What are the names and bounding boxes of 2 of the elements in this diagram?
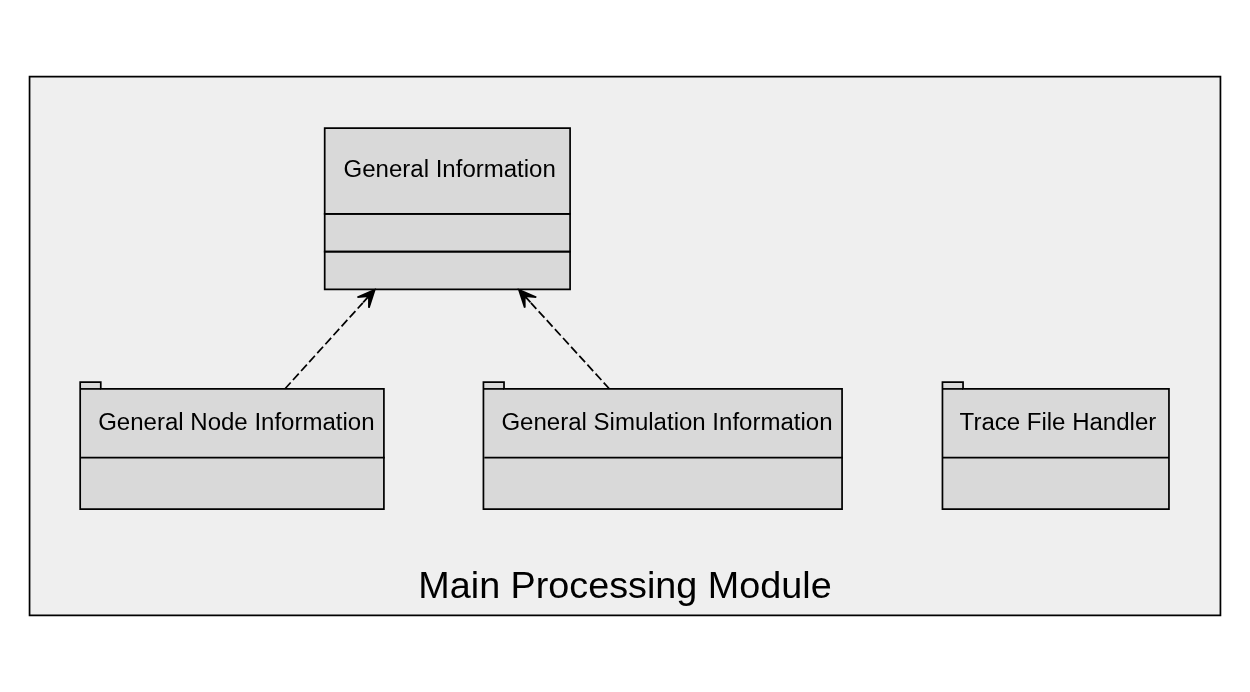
arrow [284,288,376,390]
arrow [518,288,611,390]
